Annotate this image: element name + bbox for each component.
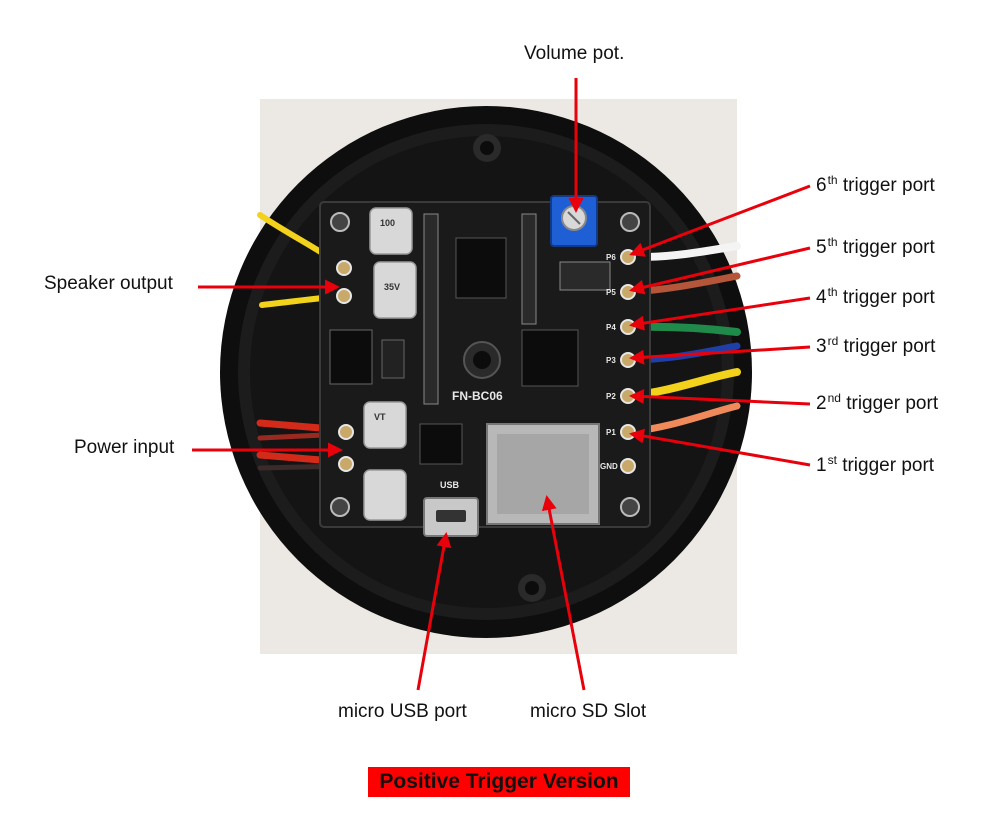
trigger-text: trigger port (842, 455, 935, 476)
trigger-text: trigger port (842, 237, 935, 258)
trigger-text: trigger port (846, 393, 939, 414)
trigger-text: trigger port (842, 175, 935, 196)
capacitors (363, 207, 417, 521)
label-trigger4: 4th trigger port (816, 285, 935, 308)
trigger-ordinal: rd (827, 334, 839, 348)
label-micro-usb-port: micro USB port (338, 701, 467, 722)
trigger-number: 6 (816, 175, 827, 196)
mcu-chip (521, 329, 579, 387)
voltage-regulator (329, 329, 373, 385)
volume-potentiometer (550, 195, 598, 247)
arrow-trigger3 (629, 345, 811, 365)
pin-label: P5 (606, 288, 616, 297)
arrow-trigger2 (629, 389, 811, 406)
label-trigger3: 3rd trigger port (816, 334, 936, 357)
arrow-trigger4 (629, 296, 811, 331)
pin-label: P6 (606, 253, 616, 262)
capacitor-text: 35V (384, 282, 400, 292)
trigger-number: 5 (816, 237, 827, 258)
usb-silk-text: USB (440, 480, 460, 490)
label-trigger6: 6th trigger port (816, 173, 935, 196)
trigger-ordinal: th (827, 235, 838, 249)
trigger-number: 3 (816, 336, 827, 357)
trigger-text: trigger port (843, 336, 936, 357)
label-power-input: Power input (74, 437, 175, 458)
trigger-text: trigger port (842, 287, 935, 308)
pin-label: P1 (606, 428, 616, 437)
amplifier-chip (455, 237, 507, 299)
arrow-usb (416, 532, 452, 691)
arrow-sd (541, 495, 586, 691)
label-trigger1: 1st trigger port (816, 453, 935, 476)
trigger-ordinal: th (827, 285, 838, 299)
header-pins (423, 213, 611, 405)
pin-label: GND (600, 462, 618, 471)
trigger-ordinal: st (827, 453, 837, 467)
label-trigger2: 2nd trigger port (816, 391, 939, 414)
trigger-ordinal: nd (827, 391, 841, 405)
arrow-trigger1 (629, 428, 811, 467)
annotation-arrows (192, 78, 811, 691)
trigger-number: 4 (816, 287, 827, 308)
trigger-number: 1 (816, 455, 827, 476)
label-trigger5: 5th trigger port (816, 235, 935, 258)
label-volume-pot: Volume pot. (524, 43, 625, 64)
version-banner: Positive Trigger Version (368, 767, 630, 797)
label-speaker-output: Speaker output (44, 273, 173, 294)
board-model-text: FN-BC06 (452, 389, 503, 403)
capacitor-text: 100 (380, 218, 395, 228)
trigger-ordinal: th (827, 173, 838, 187)
pin-label: P3 (606, 356, 616, 365)
pcb-board: 100 35V VT FN-BC06 USB (319, 195, 651, 537)
capacitor-text: VT (374, 412, 386, 422)
terminal-pads (336, 260, 354, 472)
label-micro-sd-slot: micro SD Slot (530, 701, 647, 722)
arrow-trigger6 (629, 184, 811, 257)
pin-label: P2 (606, 392, 616, 401)
arrow-trigger5 (629, 246, 811, 295)
trigger-number: 2 (816, 393, 827, 414)
pin-label: P4 (606, 323, 616, 332)
